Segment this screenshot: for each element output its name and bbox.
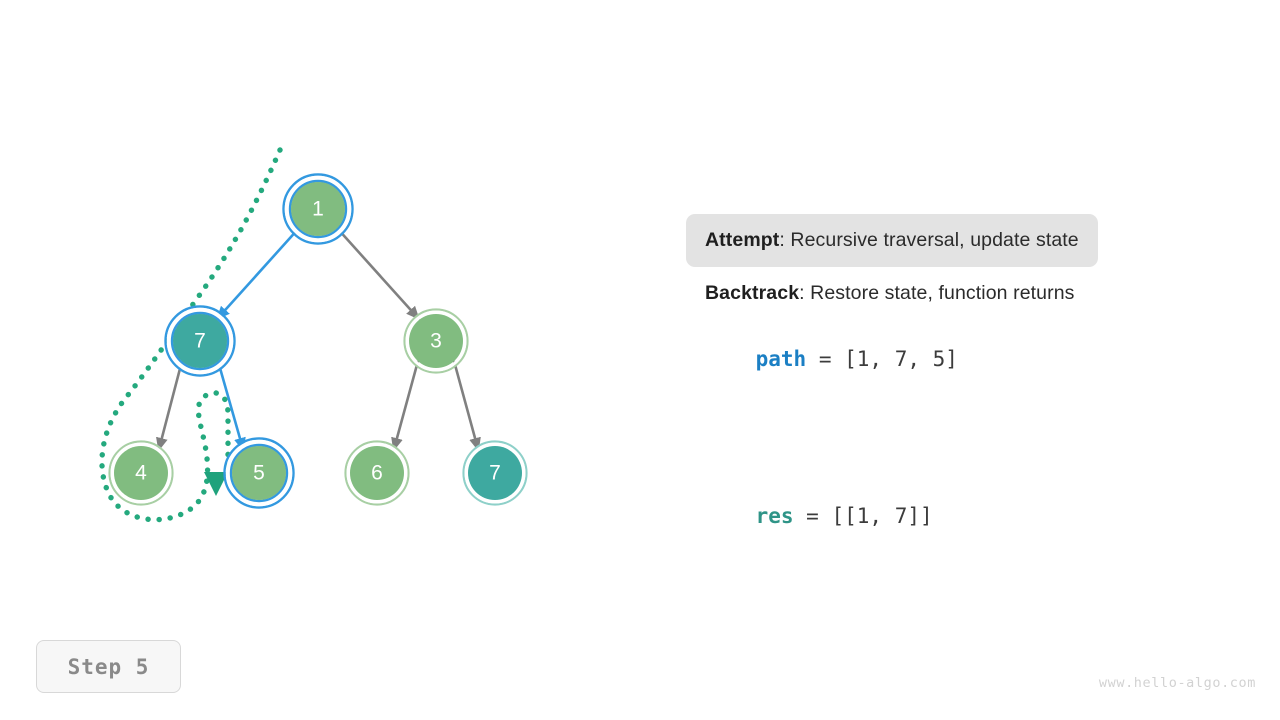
tree-node-7-right[interactable]: 7 [462,440,528,506]
state-path-row: path = [1, 7, 5] [686,323,1246,395]
tree-node-6[interactable]: 6 [344,440,410,506]
node-7-right-circle [468,446,522,500]
state-res-name: res [755,503,794,528]
node-7-left-halo [164,305,236,377]
state-res-row: res = [[1, 7]] [686,480,1246,552]
node-7-left-gap [166,307,234,375]
site-watermark: www.hello-algo.com [1098,675,1256,691]
legend-attempt: Attempt: Recursive traversal, update sta… [686,214,1098,268]
tree-nodes: 1 7 3 4 [108,173,528,509]
node-1-halo [282,173,354,245]
state-path-value: [1, 7, 5] [844,346,958,371]
node-1-label: 1 [312,198,324,221]
edge-1-to-7 [216,227,300,320]
state-res-value: [[1, 7]] [831,503,933,528]
node-5-gap [225,439,293,507]
node-7-right-ring [462,440,528,506]
legend-attempt-term: Attempt [705,229,780,251]
node-1-gap [284,175,352,243]
trace-arrowhead [204,472,228,496]
node-6-ring [344,440,410,506]
node-1-ring [288,179,348,239]
tree-node-3[interactable]: 3 [403,308,469,374]
edge-3-to-7 [452,360,481,452]
node-7-right-gap [464,442,526,504]
tree-node-7-left[interactable]: 7 [164,305,236,377]
node-4-circle [114,446,168,500]
node-6-circle [350,446,404,500]
state-path-name: path [755,346,807,371]
binary-tree-svg: 1 7 3 4 [99,147,528,523]
node-4-gap [110,442,172,504]
tree-node-1[interactable]: 1 [282,173,354,245]
node-4-ring [108,440,174,506]
node-5-label: 5 [253,462,265,485]
legend-backtrack: Backtrack: Restore state, function retur… [686,267,1246,308]
trace-path-main [99,147,283,523]
tree-edges [156,227,481,452]
node-4-label: 4 [135,462,147,485]
node-3-label: 3 [430,330,442,353]
edge-7-to-4 [156,360,184,452]
tree-diagram-panel: 1 7 3 4 [99,147,528,523]
legend-attempt-text: : Recursive traversal, update state [779,229,1079,251]
edge-1-to-3 [336,227,420,320]
tree-node-5[interactable]: 5 [223,437,295,509]
node-5-halo [223,437,295,509]
node-3-gap [405,310,467,372]
node-7-left-ring [170,311,230,371]
legend-backtrack-term: Backtrack [705,282,800,305]
node-7-left-label: 7 [194,330,206,353]
legend-backtrack-text: : Restore state, function returns [799,282,1075,305]
node-6-label: 6 [371,462,383,485]
node-7-right-label: 7 [489,462,501,485]
tree-node-4[interactable]: 4 [108,440,174,506]
node-5-ring [229,443,289,503]
node-5-circle [232,446,286,500]
state-res-operator: = [806,503,819,528]
node-6-gap [346,442,408,504]
node-3-circle [409,314,463,368]
node-3-ring [403,308,469,374]
node-7-left-circle [173,314,227,368]
info-panel: Attempt: Recursive traversal, update sta… [686,214,1246,552]
backtrack-trace [99,147,283,523]
state-path-operator: = [818,346,832,371]
node-1-circle [291,182,345,236]
step-badge: Step 5 [36,640,181,693]
edge-3-to-6 [391,360,420,452]
edge-7-to-5 [216,360,246,452]
